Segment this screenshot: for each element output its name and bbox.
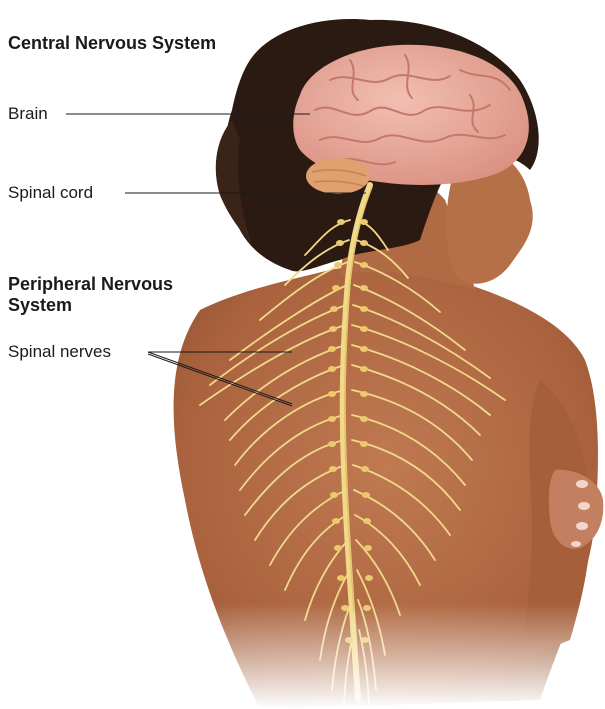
spinal-cord-label: Spinal cord (8, 183, 93, 203)
brain-label: Brain (8, 104, 48, 124)
spinal-nerves-label: Spinal nerves (8, 342, 111, 362)
peripheral-nervous-system-heading: Peripheral Nervous System (8, 274, 228, 316)
central-nervous-system-heading: Central Nervous System (8, 33, 228, 54)
